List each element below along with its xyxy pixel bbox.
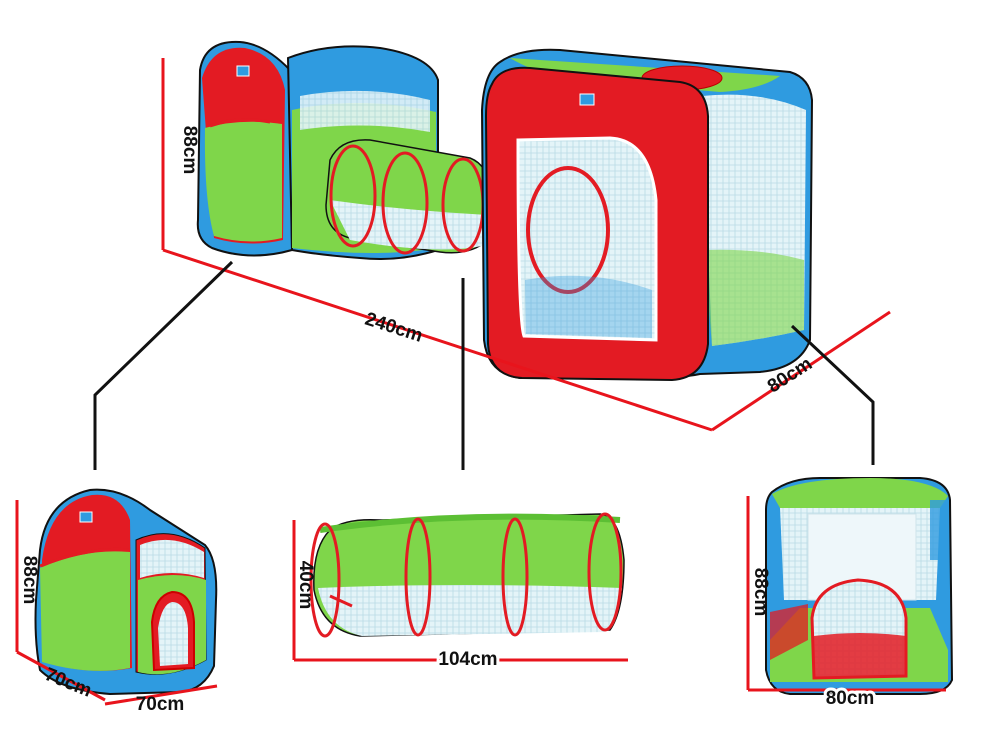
tunnel-diameter-label: 40cm: [295, 561, 316, 610]
full-playset: 88cm 240cm 80cm: [93, 40, 891, 470]
set-dimension-lines: [161, 58, 891, 432]
cube-tent-top: [480, 48, 814, 382]
set-height-label: 88cm: [179, 126, 200, 175]
cube-width-label: 80cm: [826, 688, 875, 709]
tunnel-detail: [309, 512, 625, 638]
tunnel-dimension-lines: [292, 520, 628, 662]
cube-height-label: 88cm: [750, 568, 771, 617]
set-length-label: 240cm: [362, 309, 425, 347]
small-tent-width-b-label: 70cm: [136, 694, 185, 715]
tunnel-length-label: 104cm: [438, 649, 497, 670]
cube-dimension-lines: [746, 496, 946, 692]
cube-tent-detail: [765, 477, 954, 695]
tunnel-top: [325, 139, 491, 255]
small-tent-dimension-lines: [15, 500, 218, 706]
connector-lines: [93, 260, 875, 470]
small-tent-detail: [34, 488, 218, 696]
small-tent-height-label: 88cm: [19, 556, 40, 605]
